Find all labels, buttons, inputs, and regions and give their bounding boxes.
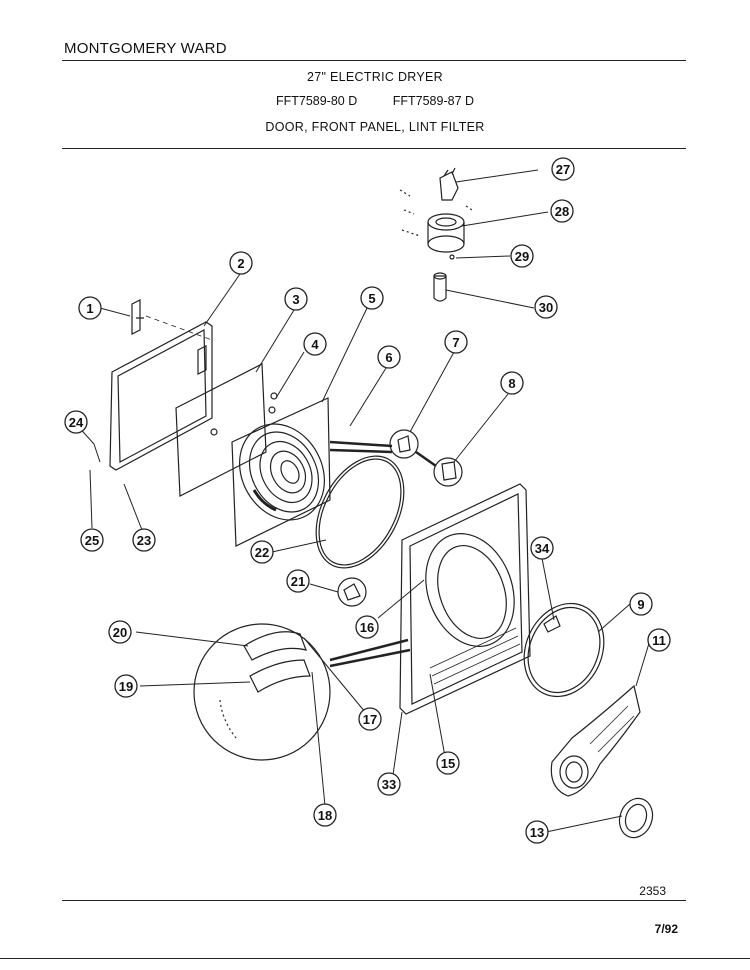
- callout-29: 29: [510, 244, 534, 268]
- door-handle: [131, 299, 144, 335]
- model-number: FFT7589-80 D: [275, 94, 358, 108]
- detail-magnifier: [193, 623, 331, 761]
- svg-text:16: 16: [360, 620, 374, 635]
- callout-8: 8: [500, 371, 524, 395]
- brand-name: MONTGOMERY WARD: [64, 40, 227, 57]
- callout-19: 19: [114, 674, 138, 698]
- callout-16: 16: [355, 615, 379, 639]
- footer-rule: [62, 900, 686, 901]
- model-number: FFT7589-87 D: [392, 94, 475, 108]
- hinge-detail: [389, 429, 419, 459]
- hinge-detail: [433, 457, 463, 487]
- callout-33: 33: [377, 772, 401, 796]
- svg-text:9: 9: [637, 597, 644, 612]
- svg-text:7: 7: [452, 335, 459, 350]
- header-top-rule: [62, 60, 686, 61]
- svg-text:34: 34: [535, 541, 550, 556]
- callout-18: 18: [313, 803, 337, 827]
- svg-text:13: 13: [530, 825, 544, 840]
- lint-duct: [550, 684, 641, 797]
- svg-text:1: 1: [86, 301, 93, 316]
- svg-text:4: 4: [311, 337, 319, 352]
- door-outer-panel: [109, 321, 213, 471]
- callout-34: 34: [530, 536, 554, 560]
- callout-24: 24: [64, 410, 88, 434]
- callout-22: 22: [250, 540, 274, 564]
- callout-3: 3: [284, 287, 308, 311]
- callout-11: 11: [647, 628, 671, 652]
- callout-4: 4: [303, 332, 327, 356]
- svg-text:11: 11: [652, 633, 666, 648]
- grommet: [618, 797, 654, 839]
- front-panel: [399, 483, 531, 715]
- lint-filter-top-assembly: [399, 167, 473, 302]
- callout-6: 6: [377, 345, 401, 369]
- callout-9: 9: [629, 592, 653, 616]
- callout-25: 25: [80, 528, 104, 552]
- product-title: 27" ELECTRIC DRYER: [306, 70, 444, 84]
- callout-15: 15: [436, 751, 460, 775]
- front-ring: [523, 602, 605, 698]
- callout-2: 2: [229, 251, 253, 275]
- callout-1: 1: [78, 296, 102, 320]
- callout-30: 30: [534, 295, 558, 319]
- svg-text:8: 8: [508, 376, 515, 391]
- page-bottom-rule: [0, 958, 750, 959]
- svg-text:28: 28: [555, 204, 569, 219]
- callout-21: 21: [286, 569, 310, 593]
- svg-text:33: 33: [382, 777, 396, 792]
- header-bottom-rule: [62, 148, 686, 149]
- svg-text:21: 21: [291, 574, 305, 589]
- svg-text:20: 20: [113, 625, 127, 640]
- door-liner: [231, 397, 331, 547]
- callout-28: 28: [550, 199, 574, 223]
- svg-text:17: 17: [363, 712, 377, 727]
- svg-text:18: 18: [318, 808, 332, 823]
- callout-23: 23: [132, 528, 156, 552]
- svg-text:24: 24: [69, 415, 84, 430]
- svg-text:19: 19: [119, 679, 133, 694]
- revision-date: 7/92: [654, 922, 678, 936]
- door-seal: [315, 455, 405, 569]
- svg-text:25: 25: [85, 533, 99, 548]
- door-inner-panel: [175, 363, 267, 497]
- section-title: DOOR, FRONT PANEL, LINT FILTER: [265, 120, 485, 134]
- callout-5: 5: [360, 286, 384, 310]
- callout-13: 13: [525, 820, 549, 844]
- svg-text:3: 3: [292, 292, 299, 307]
- svg-text:30: 30: [539, 300, 553, 315]
- callout-27: 27: [551, 157, 575, 181]
- svg-text:5: 5: [368, 291, 375, 306]
- figure-number: 2353: [639, 884, 666, 898]
- hinge-detail: [337, 577, 367, 607]
- svg-text:2: 2: [237, 256, 244, 271]
- model-numbers: FFT7589-80 D FFT7589-87 D: [0, 94, 750, 108]
- callout-17: 17: [358, 707, 382, 731]
- callout-20: 20: [108, 620, 132, 644]
- svg-text:27: 27: [556, 162, 570, 177]
- callout-7: 7: [444, 330, 468, 354]
- svg-text:29: 29: [515, 249, 529, 264]
- svg-text:22: 22: [255, 545, 269, 560]
- svg-text:23: 23: [137, 533, 151, 548]
- svg-text:15: 15: [441, 756, 455, 771]
- svg-text:6: 6: [385, 350, 392, 365]
